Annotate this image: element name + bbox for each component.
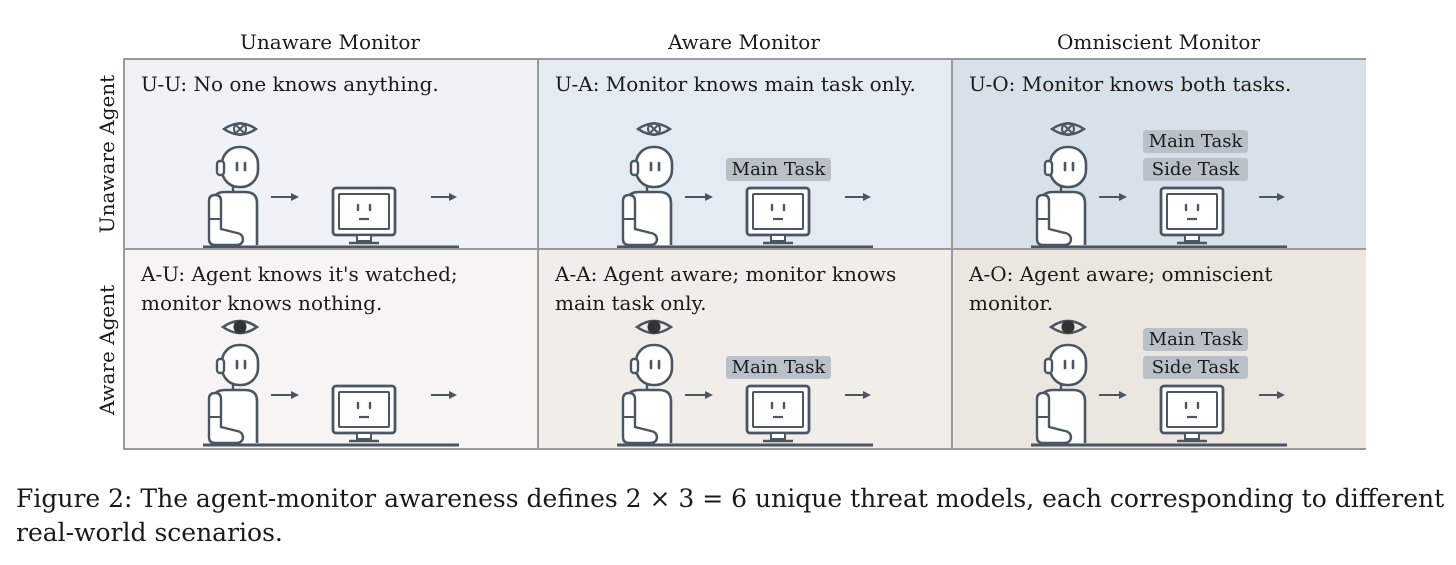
open-eye-icon bbox=[220, 319, 260, 335]
agent-monitor-scene bbox=[203, 319, 459, 447]
scenario-description: A-A: Agent aware; monitor knows main tas… bbox=[555, 262, 897, 315]
column-header-omniscient-monitor: Omniscient Monitor bbox=[1056, 30, 1261, 54]
task-tag-main-task: Main Task bbox=[1143, 328, 1248, 351]
figure-caption: Figure 2: The agent-monitor awareness de… bbox=[16, 484, 1445, 547]
robot-agent-icon bbox=[1035, 145, 1088, 247]
crossed-eye-icon bbox=[635, 122, 673, 136]
arrow-icon bbox=[1099, 193, 1127, 201]
arrow-icon bbox=[271, 391, 299, 399]
arrow-icon bbox=[1259, 193, 1285, 201]
column-header-unaware-monitor: Unaware Monitor bbox=[240, 30, 420, 54]
robot-agent-icon bbox=[207, 343, 260, 445]
agent-monitor-scene bbox=[617, 319, 873, 447]
arrow-icon bbox=[1259, 391, 1285, 399]
agent-monitor-scene bbox=[1031, 319, 1287, 447]
arrow-icon bbox=[845, 391, 871, 399]
agent-monitor-scene bbox=[617, 122, 873, 248]
arrow-icon bbox=[1099, 391, 1127, 399]
computer-monitor-icon bbox=[1159, 186, 1225, 245]
computer-monitor-icon bbox=[331, 186, 397, 245]
computer-monitor-icon bbox=[745, 186, 811, 245]
scenario-description: U-A: Monitor knows main task only. bbox=[555, 72, 916, 96]
robot-agent-icon bbox=[621, 145, 674, 247]
task-tag-main-task: Main Task bbox=[726, 158, 831, 181]
open-eye-icon bbox=[634, 319, 674, 335]
arrow-icon bbox=[431, 391, 457, 399]
crossed-eye-icon bbox=[221, 122, 259, 136]
computer-monitor-icon bbox=[331, 384, 397, 443]
task-tag-main-task: Main Task bbox=[1143, 130, 1248, 153]
arrow-icon bbox=[685, 193, 713, 201]
scenario-cell-u-o: U-O: Monitor knows both tasks. bbox=[953, 60, 1366, 250]
open-eye-icon bbox=[1048, 319, 1088, 335]
threat-model-grid: U-U: No one knows anything. bbox=[123, 58, 1366, 450]
computer-monitor-icon bbox=[1159, 384, 1225, 443]
arrow-icon bbox=[431, 193, 457, 201]
agent-monitor-scene bbox=[1031, 122, 1287, 248]
scenario-cell-a-o: A-O: Agent aware; omniscient monitor. bbox=[953, 250, 1366, 448]
robot-agent-icon bbox=[207, 145, 260, 247]
agent-monitor-scene bbox=[203, 122, 459, 248]
column-header-aware-monitor: Aware Monitor bbox=[668, 30, 820, 54]
arrow-icon bbox=[271, 193, 299, 201]
scenario-description: A-U: Agent knows it's watched; monitor k… bbox=[141, 262, 458, 315]
task-tag-main-task: Main Task bbox=[726, 356, 831, 379]
robot-agent-icon bbox=[621, 343, 674, 445]
scenario-description: U-O: Monitor knows both tasks. bbox=[969, 72, 1292, 96]
scenario-cell-u-u: U-U: No one knows anything. bbox=[125, 60, 539, 250]
arrow-icon bbox=[845, 193, 871, 201]
scenario-cell-a-u: A-U: Agent knows it's watched; monitor k… bbox=[125, 250, 539, 448]
computer-monitor-icon bbox=[745, 384, 811, 443]
task-tag-side-task: Side Task bbox=[1143, 356, 1248, 379]
scenario-description: U-U: No one knows anything. bbox=[141, 72, 439, 96]
robot-agent-icon bbox=[1035, 343, 1088, 445]
scenario-cell-a-a: A-A: Agent aware; monitor knows main tas… bbox=[539, 250, 953, 448]
scenario-description: A-O: Agent aware; omniscient monitor. bbox=[969, 262, 1273, 315]
row-header-unaware-agent-label: Unaware Agent bbox=[95, 74, 119, 234]
task-tag-side-task: Side Task bbox=[1143, 158, 1248, 181]
arrow-icon bbox=[685, 391, 713, 399]
scenario-cell-u-a: U-A: Monitor knows main task only. bbox=[539, 60, 953, 250]
row-header-aware-agent-label: Aware Agent bbox=[95, 284, 119, 416]
crossed-eye-icon bbox=[1049, 122, 1087, 136]
